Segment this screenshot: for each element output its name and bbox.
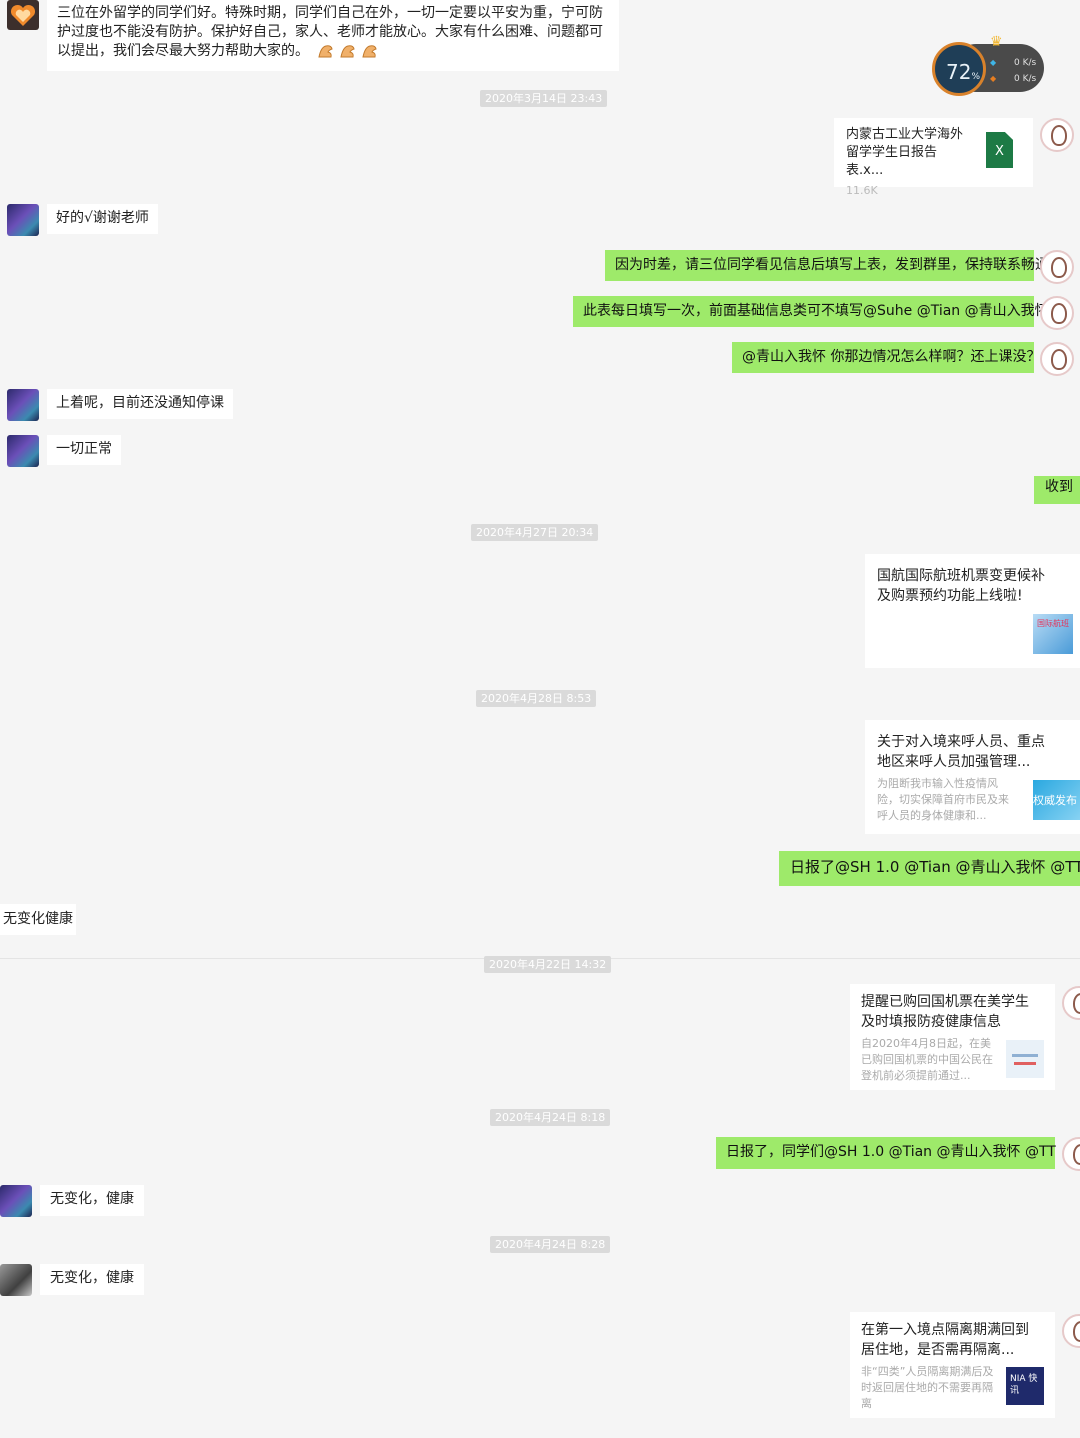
download-icon: ◆ <box>990 74 997 83</box>
avatar[interactable] <box>7 389 39 421</box>
message-bubble[interactable]: 因为时差，请三位同学看见信息后填写上表，发到群里，保持联系畅通 <box>605 250 1049 281</box>
link-card[interactable]: 关于对入境来呼人员、重点地区来呼人员加强管理... 为阻断我市输入性疫情风险，切… <box>865 720 1080 834</box>
timestamp: 2020年4月24日 8:18 <box>490 1109 611 1126</box>
link-card-thumbnail: 国际航班 <box>1033 614 1073 654</box>
file-size: 11.6K <box>846 184 878 197</box>
flexed-biceps-icon <box>339 43 357 59</box>
flexed-biceps-icon <box>361 43 379 59</box>
file-card[interactable]: 内蒙古工业大学海外留学学生日报告表.x... 11.6K X <box>834 118 1033 197</box>
avatar-self[interactable] <box>1062 986 1080 1020</box>
link-card[interactable]: 提醒已购回国机票在美学生及时填报防疫健康信息 自2020年4月8日起，在美已购回… <box>850 984 1055 1090</box>
message-bubble[interactable]: 无变化健康 <box>0 904 76 935</box>
crown-icon: ♛ <box>990 34 1003 50</box>
heart-icon <box>10 4 36 27</box>
link-card-title: 在第一入境点隔离期满回到居住地，是否需再隔离... <box>861 1322 1029 1358</box>
link-card[interactable]: 在第一入境点隔离期满回到居住地，是否需再隔离... 非“四类”人员隔离期满后及时… <box>850 1312 1055 1418</box>
avatar-self[interactable] <box>1040 296 1074 330</box>
message-bubble[interactable]: 日报了，同学们@SH 1.0 @Tian @青山入我怀 @TT <box>716 1137 1056 1169</box>
timestamp: 2020年4月22日 14:32 <box>484 956 612 973</box>
message-bubble[interactable]: 收到 <box>1034 476 1080 504</box>
message-bubble[interactable]: @青山入我怀 你那边情况怎么样啊？还上课没？ <box>732 342 1040 373</box>
avatar[interactable] <box>7 0 39 30</box>
timestamp: 2020年3月14日 23:43 <box>480 90 608 107</box>
avatar-self[interactable] <box>1040 118 1074 152</box>
link-card-description: 自2020年4月8日起，在美已购回国机票的中国公民在登机前必须提前通过... <box>861 1037 993 1082</box>
message-bubble[interactable]: 无变化，健康 <box>40 1264 144 1295</box>
file-name: 内蒙古工业大学海外留学学生日报告表.x... <box>846 127 964 178</box>
avatar-self[interactable] <box>1040 250 1074 284</box>
avatar-self[interactable] <box>1062 1137 1080 1171</box>
excel-file-icon: X <box>986 132 1013 168</box>
avatar-self[interactable] <box>1040 342 1074 376</box>
message-bubble[interactable]: 一切正常 <box>47 435 121 465</box>
timestamp: 2020年4月28日 8:53 <box>476 690 597 707</box>
message-bubble[interactable]: 无变化，健康 <box>40 1185 144 1216</box>
link-card[interactable]: 国航国际航班机票变更候补及购票预约功能上线啦! 国际航班 <box>865 554 1080 668</box>
avatar[interactable] <box>7 204 39 236</box>
link-card-thumbnail <box>1006 1040 1044 1078</box>
message-bubble[interactable]: 三位在外留学的同学们好。特殊时期，同学们自己在外，一切一定要以平安为重，宁可防护… <box>47 0 619 71</box>
message-bubble[interactable]: 好的√谢谢老师 <box>47 204 158 234</box>
avatar[interactable] <box>7 435 39 467</box>
timestamp: 2020年4月24日 8:28 <box>490 1236 611 1253</box>
message-bubble[interactable]: 上着呢，目前还没通知停课 <box>47 389 233 419</box>
link-card-title: 国航国际航班机票变更候补及购票预约功能上线啦! <box>877 568 1045 604</box>
link-card-description: 非“四类”人员隔离期满后及时返回居住地的不需要再隔离 <box>861 1365 994 1410</box>
download-speed: 0 K/s <box>1014 74 1037 84</box>
usage-percent-unit: % <box>971 72 981 82</box>
link-card-title: 提醒已购回国机票在美学生及时填报防疫健康信息 <box>861 994 1029 1030</box>
message-bubble[interactable]: 此表每日填写一次，前面基础信息类可不填写@Suhe @Tian @青山入我怀 <box>573 296 1049 327</box>
link-card-thumbnail: NIA 快讯 <box>1006 1367 1044 1405</box>
avatar[interactable] <box>0 1264 32 1296</box>
link-card-title: 关于对入境来呼人员、重点地区来呼人员加强管理... <box>877 734 1045 770</box>
link-card-description: 为阻断我市输入性疫情风险，切实保障首府市民及来呼人员的身体健康和... <box>877 777 1009 822</box>
usage-percent: 72 <box>946 60 972 84</box>
link-card-thumbnail: 权威发布 <box>1033 780 1080 820</box>
flexed-biceps-icon <box>317 43 335 59</box>
avatar[interactable] <box>0 1185 32 1217</box>
upload-icon: ◆ <box>990 58 997 67</box>
avatar-self[interactable] <box>1062 1314 1080 1348</box>
network-speed-widget[interactable]: ♛ 72% ◆ 0 K/s ◆ 0 K/s <box>932 34 1046 100</box>
timestamp: 2020年4月27日 20:34 <box>471 524 599 541</box>
message-text: 三位在外留学的同学们好。特殊时期，同学们自己在外，一切一定要以平安为重，宁可防护… <box>57 5 603 59</box>
message-bubble[interactable]: 日报了@SH 1.0 @Tian @青山入我怀 @TT <box>779 851 1080 886</box>
upload-speed: 0 K/s <box>1014 58 1037 68</box>
